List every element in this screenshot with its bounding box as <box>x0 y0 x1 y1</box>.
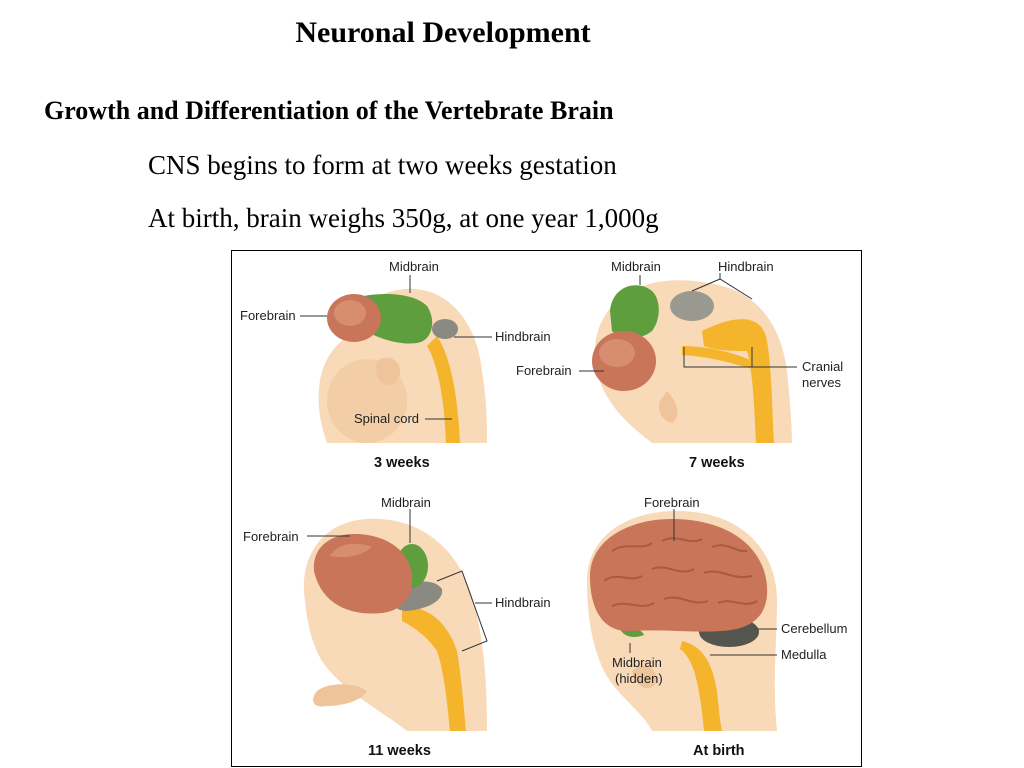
caption-3-weeks: 3 weeks <box>374 455 430 471</box>
hindbrain-3w <box>432 319 458 339</box>
brain-development-illustration: Midbrain Forebrain Hindbrain Spinal cord… <box>240 259 847 759</box>
bullet-brain-weight: At birth, brain weighs 350g, at one year… <box>148 203 659 233</box>
label-forebrain-3w: Forebrain <box>240 308 296 323</box>
spinal-cord-at-birth <box>680 641 722 731</box>
label-hindbrain-11w: Hindbrain <box>495 595 551 610</box>
label-forebrain-11w: Forebrain <box>243 529 299 544</box>
label-medulla-at-birth: Medulla <box>781 647 827 662</box>
caption-at-birth: At birth <box>693 743 745 759</box>
panel-7-weeks: Midbrain Hindbrain Forebrain Cranial ner… <box>516 259 843 471</box>
label-cerebellum-at-birth: Cerebellum <box>781 621 847 636</box>
spinal-cord-3w <box>427 336 460 443</box>
label-midbrain-hidden-at-birth: (hidden) <box>615 671 663 686</box>
hindbrain-7w <box>670 291 714 321</box>
spinal-cord-7w <box>702 319 774 443</box>
label-midbrain-at-birth: Midbrain <box>612 655 662 670</box>
bullet-cns-formation: CNS begins to form at two weeks gestatio… <box>148 150 617 180</box>
spinal-cord-11w <box>402 606 466 731</box>
label-forebrain-at-birth: Forebrain <box>644 495 700 510</box>
label-midbrain-11w: Midbrain <box>381 495 431 510</box>
label-hindbrain-7w: Hindbrain <box>718 259 774 274</box>
brain-development-figure: Midbrain Forebrain Hindbrain Spinal cord… <box>231 250 862 767</box>
label-nerves-7w: nerves <box>802 375 842 390</box>
caption-11-weeks: 11 weeks <box>368 743 431 759</box>
label-spinal-cord-3w: Spinal cord <box>354 411 419 426</box>
panel-3-weeks: Midbrain Forebrain Hindbrain Spinal cord… <box>240 259 551 471</box>
slide-subtitle: Growth and Differentiation of the Verteb… <box>44 96 614 125</box>
label-cranial-7w: Cranial <box>802 359 843 374</box>
label-midbrain-7w: Midbrain <box>611 259 661 274</box>
panel-11-weeks: Midbrain Forebrain Hindbrain 11 weeks <box>243 495 551 759</box>
label-hindbrain-3w: Hindbrain <box>495 329 551 344</box>
caption-7-weeks: 7 weeks <box>689 455 745 471</box>
label-midbrain-3w: Midbrain <box>389 259 439 274</box>
slide-title: Neuronal Development <box>295 16 591 49</box>
label-forebrain-7w: Forebrain <box>516 363 572 378</box>
midbrain-7w <box>610 285 659 338</box>
panel-at-birth: Forebrain Cerebellum Medulla Midbrain (h… <box>587 495 847 759</box>
